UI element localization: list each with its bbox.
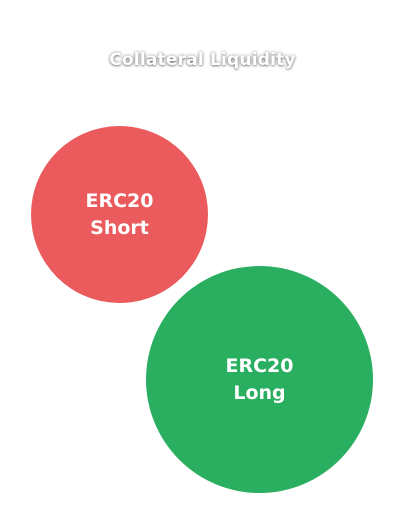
long-token-side-label: Long [233, 381, 286, 404]
short-token-standard-label: ERC20 [85, 189, 154, 212]
diagram-title: Collateral Liquidity [109, 50, 296, 70]
erc20-long-token-circle: ERC20 Long [146, 266, 373, 493]
erc20-short-token-circle: ERC20 Short [31, 126, 208, 303]
short-token-side-label: Short [90, 216, 149, 239]
long-token-standard-label: ERC20 [225, 354, 294, 377]
